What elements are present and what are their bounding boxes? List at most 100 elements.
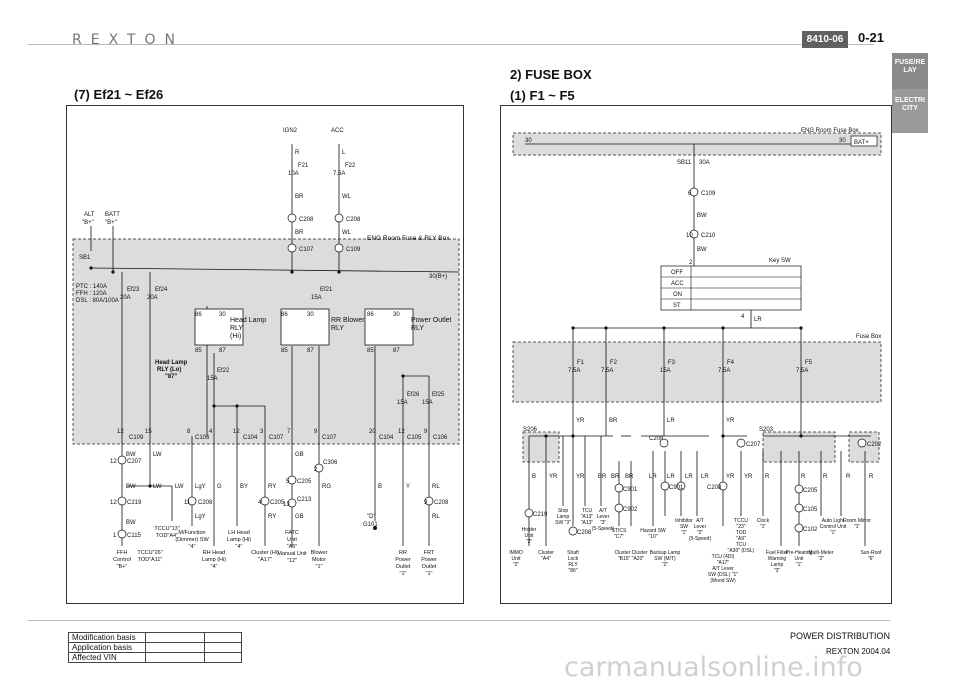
conn-c104-l: C104	[243, 435, 258, 441]
hl-lo-note-2: RLY (Lo)	[157, 367, 181, 373]
bus-30-label: 30(B+)	[429, 274, 447, 280]
conn-c107-l: C107	[269, 435, 284, 441]
pin-4-r: 4	[741, 314, 745, 320]
sb11-rating: 30A	[699, 160, 710, 166]
load-tccu23-2: "23"	[736, 524, 745, 530]
ptc-rating: PTC : 140A	[76, 284, 107, 290]
load-blower-2: Motor	[312, 557, 326, 563]
load-tcu4di-2: "A17"	[717, 560, 730, 566]
relay-head-lamp-hi	[194, 308, 244, 346]
wire-br-2: BR	[295, 230, 304, 236]
pin-12-b: 12	[233, 429, 240, 435]
wire-yr-1: YR	[576, 418, 585, 424]
load-tccu13-2: TOD"A4"	[156, 533, 178, 539]
wire-r-3: R	[823, 474, 828, 480]
relay-power-outlet	[364, 308, 414, 346]
conn-c208-r2: C208	[577, 530, 592, 536]
relay-hl-pin-85: 85	[195, 348, 202, 354]
conn-c115: C115	[127, 533, 142, 539]
label-batt: BATT	[105, 212, 120, 218]
conn-c107: C107	[299, 247, 314, 253]
load-frt-po-3: Outlet	[422, 564, 437, 570]
load-tccu23-5: TCU	[736, 542, 747, 548]
load-rh-hl-2: Lamp (Hi)	[202, 557, 226, 563]
ground-g101: G101	[363, 522, 378, 528]
load-frt-po-1: FRT	[424, 550, 435, 556]
pin-9-c: 9	[424, 500, 428, 506]
load-tccu23-1: TCCU	[734, 518, 748, 524]
conn-c208-d: C208	[434, 500, 449, 506]
wire-br-1: BR	[609, 418, 618, 424]
load-inhibitor-2: SW	[680, 524, 688, 530]
pin-4: 4	[209, 429, 213, 435]
label-ign2: IGN2	[283, 128, 298, 134]
load-frt-po-4: "1"	[426, 571, 433, 577]
fuse-ef22: Ef22	[217, 368, 230, 374]
num-30-b: 30	[839, 138, 846, 144]
load-fatc-2: Unit	[287, 537, 297, 543]
load-blower-1: Blower	[311, 550, 328, 556]
key-sw-acc: ACC	[671, 281, 684, 287]
num-30-a: 30	[525, 138, 532, 144]
wire-lgy-1: LgY	[195, 484, 206, 490]
pin-2-r: 2	[689, 260, 693, 266]
wire-lr-2: LR	[649, 474, 657, 480]
load-cluster-a4-2: "A4"	[541, 556, 551, 562]
load-fatc-1: FATC	[285, 530, 299, 536]
pin-20: 20	[369, 429, 376, 435]
fuse-f21: F21	[298, 163, 309, 169]
pin-3: 3	[260, 429, 264, 435]
fuse-box-label: Fuse Box	[856, 334, 881, 340]
wire-r-5: R	[869, 474, 874, 480]
side-tab-fuse-relay[interactable]: FUSE/RE LAY	[892, 53, 928, 92]
load-tcu-2: "A13"	[581, 514, 594, 520]
load-fuel-3: Lamp	[771, 562, 784, 568]
wire-yr-6: YR	[726, 474, 735, 480]
load-rr-po-3: Outlet	[396, 564, 411, 570]
load-shaft-2: Lock	[568, 556, 579, 562]
load-fuel-4: "3"	[774, 568, 781, 574]
wire-r-1: R	[765, 474, 770, 480]
wire-bw-1: BW	[126, 452, 136, 458]
wire-l: L	[342, 150, 346, 156]
splice-s206: S206	[523, 427, 538, 433]
fuse-f4: F4	[727, 360, 735, 366]
conn-c202: C202	[867, 442, 882, 448]
load-holder-2: Unit	[525, 533, 535, 539]
load-cluster-cluster-2: "B15" "A20"	[618, 556, 645, 562]
load-hazard-1: Hazard SW	[640, 528, 666, 534]
load-autolight-3: "1"	[830, 530, 837, 536]
wire-y: Y	[406, 484, 410, 490]
pin-8: 8	[187, 429, 191, 435]
conn-c902: C902	[623, 507, 638, 513]
ground-d: "D"	[367, 514, 376, 520]
fuse-f5: F5	[805, 360, 813, 366]
sb11-label: SB11	[677, 160, 692, 166]
conn-c219-r: C219	[533, 512, 548, 518]
relay-rb-pin-85: 85	[281, 348, 288, 354]
load-fatc-3: "A6"	[287, 544, 298, 550]
conn-c208-a: C208	[299, 217, 314, 223]
wire-bw-r1: BW	[697, 213, 707, 219]
wire-g: G	[217, 484, 222, 490]
load-backup-2: SW (M/T)	[654, 556, 676, 562]
side-tab-electricity[interactable]: ELECTRI CITY	[892, 89, 928, 133]
dsl-rating: DSL : 80A/100A	[76, 298, 119, 304]
label-acc: ACC	[331, 128, 344, 134]
conn-c107-l2: C107	[322, 435, 337, 441]
fuse-ef25: Ef25	[432, 392, 445, 398]
load-tccu26-1: TCCU"26"	[137, 550, 162, 556]
load-cluster-hi-2: "A17"	[258, 557, 272, 563]
load-immo-3: "2"	[513, 562, 520, 568]
label-alt-b: "B+"	[82, 220, 94, 226]
load-lh-hl-1: LH Head	[228, 530, 250, 536]
load-rh-hl-1: RH Head	[203, 550, 226, 556]
wire-bw-r2: BW	[697, 247, 707, 253]
conn-c109-r: C109	[701, 191, 716, 197]
load-fuel-2: Warning	[768, 556, 787, 562]
watermark: carmanualsonline.info	[564, 652, 863, 683]
load-sunroof-2: "6"	[868, 556, 875, 562]
wire-lr-5: LR	[701, 474, 709, 480]
wire-r: R	[295, 150, 300, 156]
affected-vin-label: Affected VIN	[68, 652, 146, 663]
